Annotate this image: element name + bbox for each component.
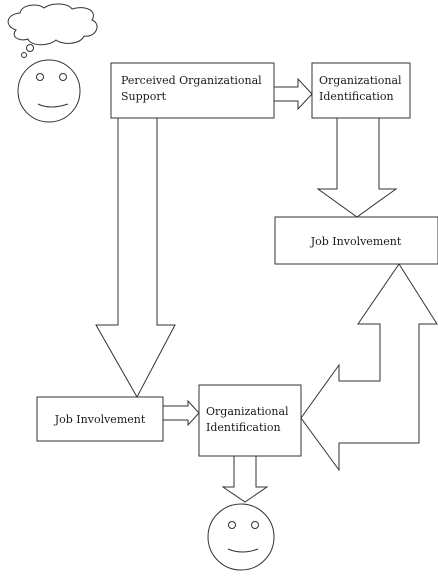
box-org-identification-top [311,62,411,119]
perceived-support-label-line1: Perceived Organizational [121,74,262,87]
arrow-identification-to-involvement [316,117,398,218]
box-job-involvement-top [274,216,438,265]
box-perceived-support [110,62,275,119]
org-identification-bottom-label-line2: Identification [206,421,281,434]
arrow-feedback-loop [300,263,438,472]
box-org-identification-bottom [198,384,302,457]
arrow-support-to-identification [273,77,313,111]
thought-cloud-icon [7,3,98,58]
smiley-face-icon [207,503,275,571]
job-involvement-top-label: Job Involvement [310,235,402,248]
arrow-involvement-to-identification [162,399,200,427]
org-identification-top-label-line1: Organizational [319,74,402,87]
job-involvement-bottom-label: Job Involvement [54,413,146,426]
org-identification-top-label-line2: Identification [319,90,394,103]
box-job-involvement-bottom [36,396,164,442]
arrow-support-to-involvement [95,117,176,399]
org-identification-bottom-label-line1: Organizational [206,405,289,418]
arrow-identification-to-face [221,455,269,503]
smiley-face-icon [17,59,81,123]
perceived-support-label-line2: Support [121,90,167,103]
